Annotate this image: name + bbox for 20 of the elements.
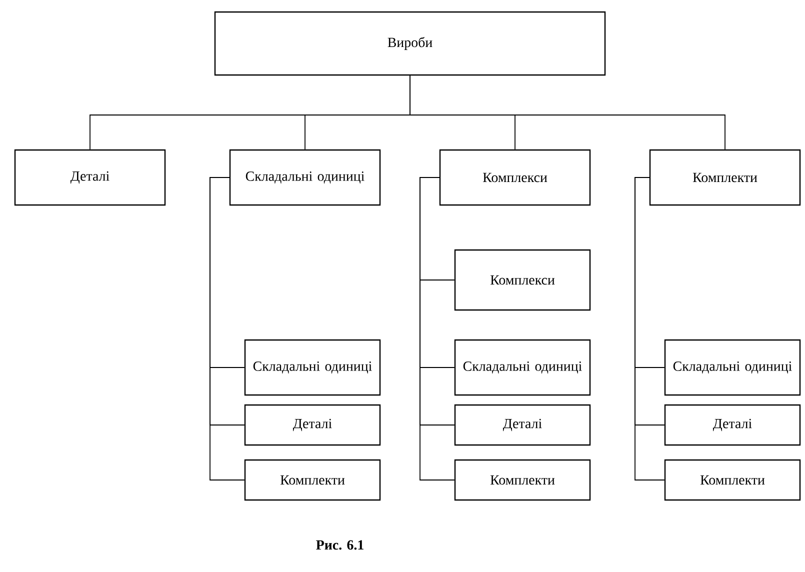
category-box: Складальні одиниці: [664, 339, 801, 396]
category-box: Комплекти: [244, 459, 381, 501]
connector-line: [410, 75, 726, 150]
category-box: Складальні одиниці: [229, 149, 381, 206]
category-box: Деталі: [664, 404, 801, 446]
figure-caption: Рис. 6.1: [316, 540, 364, 550]
category-box: Складальні одиниці: [454, 339, 591, 396]
category-box: Комплекти: [664, 459, 801, 501]
category-box: Комплекси: [454, 249, 591, 311]
connector-line: [420, 177, 455, 480]
category-box: Деталі: [454, 404, 591, 446]
connector-line: [210, 177, 245, 480]
category-box: Комплекти: [454, 459, 591, 501]
category-box: Вироби: [214, 11, 606, 76]
connector-line: [634, 177, 665, 480]
category-box: Деталі: [14, 149, 166, 206]
category-box: Деталі: [244, 404, 381, 446]
category-box: Комплекти: [649, 149, 801, 206]
category-box: Складальні одиниці: [244, 339, 381, 396]
category-box: Комплекси: [439, 149, 591, 206]
